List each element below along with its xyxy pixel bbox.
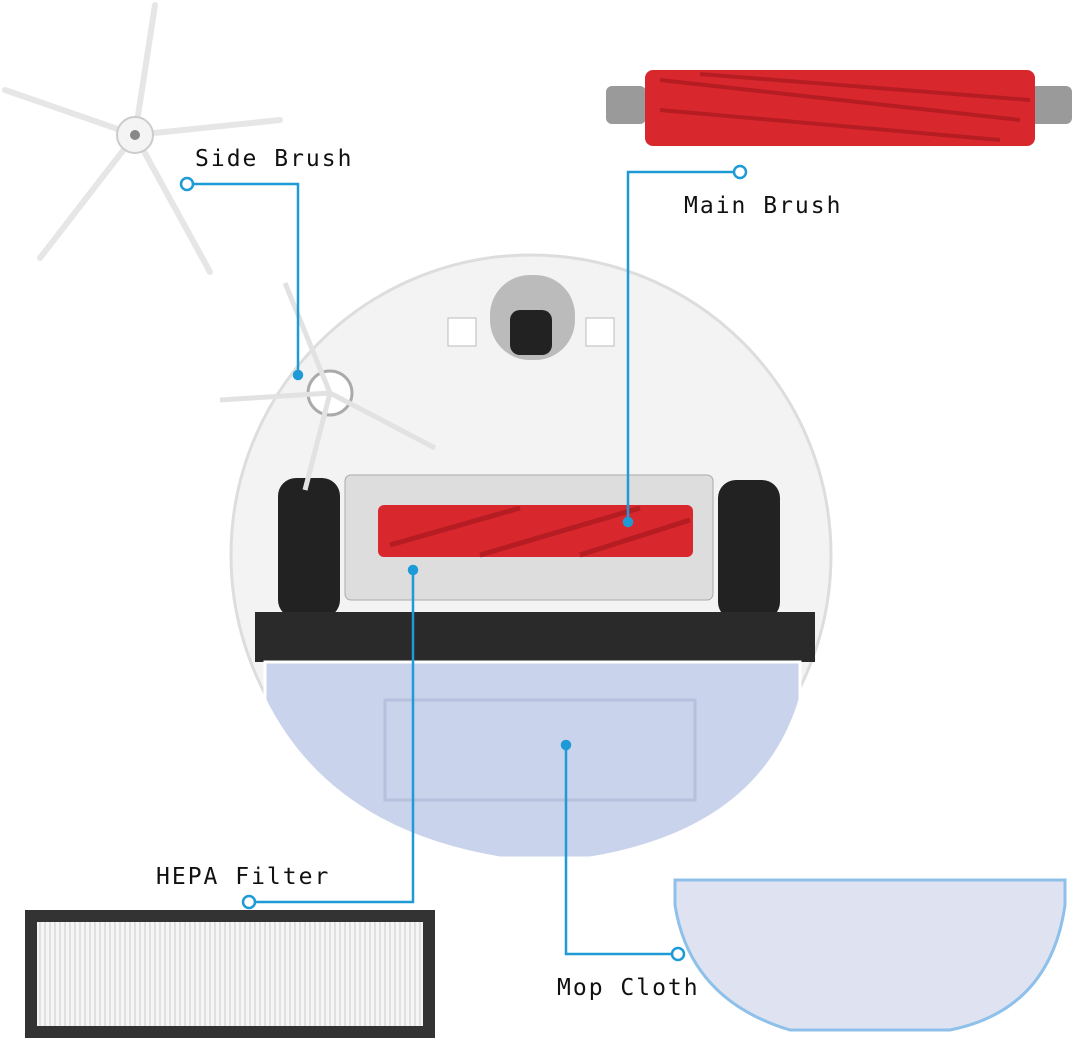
mop-cloth-label: Mop Cloth: [557, 975, 700, 1001]
hepa-filter-part: [25, 910, 435, 1038]
main-brush-label: Main Brush: [684, 193, 843, 219]
leader-lines: [179, 164, 748, 962]
hepa-filter-label: HEPA Filter: [156, 864, 331, 890]
mop-pad-on-robot: [263, 660, 802, 860]
main-brush-part: [606, 70, 1072, 146]
side-brush-label: Side Brush: [195, 146, 354, 172]
side-brush-part: [2, 2, 283, 275]
mop-cloth-part: [673, 878, 1067, 1032]
